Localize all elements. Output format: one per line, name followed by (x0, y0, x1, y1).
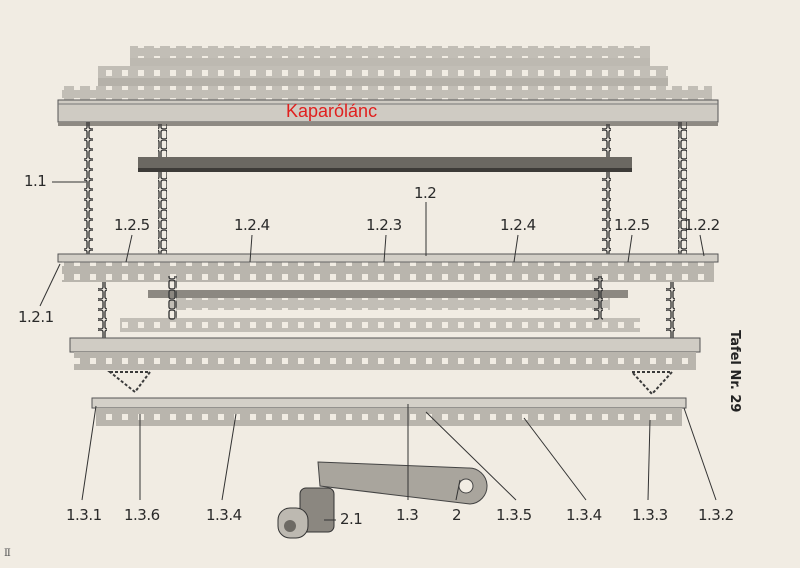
label-1-1: 1.1 (24, 172, 47, 190)
label-1-3-4-right: 1.3.4 (566, 506, 602, 524)
label-1-3-6: 1.3.6 (124, 506, 160, 524)
label-1-2-4-left: 1.2.4 (234, 216, 270, 234)
label-1-2-2: 1.2.2 (684, 216, 720, 234)
label-1-2-3: 1.2.3 (366, 216, 402, 234)
label-1-3-3: 1.3.3 (632, 506, 668, 524)
label-1-3-5: 1.3.5 (496, 506, 532, 524)
label-1-2-5-right: 1.2.5 (614, 216, 650, 234)
label-1-3-4-left: 1.3.4 (206, 506, 242, 524)
chains-upper (84, 122, 687, 256)
link-plate-and-pin (277, 461, 488, 539)
lower-scraper-bar (69, 337, 701, 370)
top-scraper-bar (57, 99, 719, 126)
label-2: 2 (452, 506, 462, 524)
back-scraper-rows (62, 46, 712, 102)
label-1-2-5-left: 1.2.5 (114, 216, 150, 234)
chain-loops (107, 371, 675, 396)
label-2-1: 2.1 (340, 510, 363, 528)
label-1-3-1: 1.3.1 (66, 506, 102, 524)
label-1-3-2: 1.3.2 (698, 506, 734, 524)
middle-scraper-bar (57, 253, 719, 282)
chains-lower (98, 276, 675, 340)
leader-lines (39, 181, 717, 521)
inner-scraper-row (120, 290, 640, 332)
label-1-2: 1.2 (414, 184, 437, 202)
plate-number: Tafel Nr. 29 (727, 330, 742, 413)
diagram-title: Kaparólánc (286, 101, 378, 121)
corner-mark: Ⅱ (4, 548, 11, 559)
bottom-scraper-bar (91, 397, 687, 426)
label-1-2-1: 1.2.1 (18, 308, 54, 326)
cross-rod (138, 157, 632, 172)
label-1-3: 1.3 (396, 506, 419, 524)
label-1-2-4-right: 1.2.4 (500, 216, 536, 234)
